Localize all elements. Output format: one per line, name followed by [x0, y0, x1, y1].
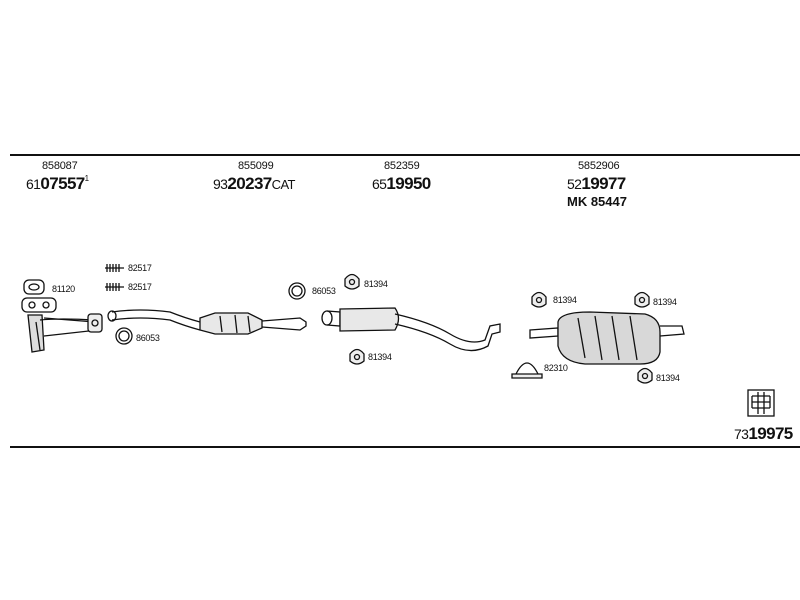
callout-81394-bottom-rear: 81394 — [656, 373, 680, 383]
brand-logo-icon — [747, 389, 775, 417]
manifold-downpipe-icon[interactable] — [27, 313, 103, 353]
ref-5852906: 5852906 — [578, 160, 620, 172]
code-main: 20237 — [227, 174, 272, 193]
callout-81394-bottom-mid: 81394 — [368, 352, 392, 362]
code-prefix: 93 — [213, 176, 228, 192]
hanger-rubber-icon[interactable] — [344, 273, 360, 290]
centre-muffler-icon[interactable] — [321, 307, 501, 352]
bolt-icon[interactable] — [105, 283, 124, 291]
callout-81120: 81120 — [52, 284, 75, 294]
code-main: 19950 — [386, 174, 431, 193]
code-main: 19975 — [748, 424, 793, 443]
code-65-19950[interactable]: 6519950 — [372, 174, 431, 194]
ref-855099: 855099 — [238, 160, 274, 172]
code-prefix: 73 — [734, 426, 749, 442]
callout-86053-left: 86053 — [136, 333, 160, 343]
ring-icon[interactable] — [115, 327, 133, 345]
ref-858087: 858087 — [42, 160, 78, 172]
code-93-20237[interactable]: 9320237CAT — [213, 174, 296, 194]
clamp-icon[interactable] — [511, 362, 543, 379]
callout-82517-top: 82517 — [128, 263, 152, 273]
callout-82310: 82310 — [544, 363, 568, 373]
bolt-icon[interactable] — [105, 264, 124, 272]
code-main: 19977 — [581, 174, 626, 193]
callout-82517-bottom: 82517 — [128, 282, 152, 292]
code-73-19975[interactable]: 7319975 — [734, 424, 793, 444]
kit-mk-85447[interactable]: MK 85447 — [567, 194, 627, 209]
ref-852359: 852359 — [384, 160, 420, 172]
code-prefix: 61 — [26, 176, 41, 192]
ring-icon[interactable] — [288, 282, 306, 300]
code-prefix: 65 — [372, 176, 387, 192]
code-suffix: CAT — [271, 177, 296, 192]
hanger-rubber-icon[interactable] — [634, 291, 650, 308]
rear-muffler-icon[interactable] — [529, 311, 685, 365]
code-61-07557[interactable]: 61075571 — [26, 174, 89, 194]
hanger-rubber-icon[interactable] — [531, 291, 547, 308]
callout-81394-top-mid: 81394 — [364, 279, 388, 289]
hanger-rubber-icon[interactable] — [349, 348, 365, 365]
code-52-19977[interactable]: 5219977 — [567, 174, 626, 194]
callout-81394-right-rear: 81394 — [653, 297, 677, 307]
flange-gasket-icon[interactable] — [21, 297, 57, 313]
code-main: 07557 — [40, 174, 85, 193]
bottom-rule — [10, 446, 800, 448]
code-sup: 1 — [84, 174, 89, 183]
hanger-rubber-icon[interactable] — [637, 367, 653, 384]
gasket-icon[interactable] — [23, 279, 45, 295]
catalytic-converter-pipe-icon[interactable] — [107, 309, 307, 335]
callout-81394-left-rear: 81394 — [553, 295, 577, 305]
code-prefix: 52 — [567, 176, 582, 192]
top-rule — [10, 154, 800, 156]
callout-86053-mid: 86053 — [312, 286, 336, 296]
